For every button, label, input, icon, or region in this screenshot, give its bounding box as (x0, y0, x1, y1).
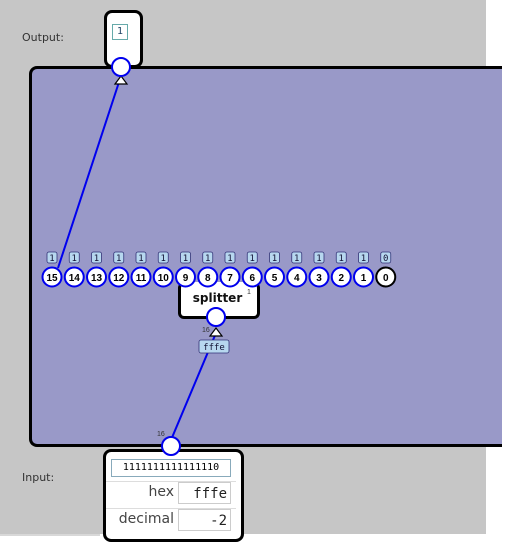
pin-index-label: 2 (338, 273, 344, 284)
hex-label: hex (148, 484, 174, 500)
splitter-pin-6[interactable] (241, 266, 263, 288)
pin-value: 1 (161, 254, 166, 264)
pin-index-label: 15 (46, 273, 58, 284)
pin-value-tag (380, 251, 392, 264)
pin-value-tag (335, 251, 347, 264)
splitter-pin-1[interactable] (353, 266, 374, 288)
splitter-pin-3[interactable] (308, 266, 330, 288)
splitter-input-width: 16 (202, 327, 210, 334)
pin-value-tag (246, 251, 258, 264)
pin-value: 1 (205, 254, 210, 264)
pin-value-tag (68, 251, 80, 264)
splitter-pin-5[interactable] (264, 266, 285, 288)
splitter-pin-8[interactable] (197, 266, 219, 288)
pin-value-tag (291, 251, 303, 264)
splitter-pin-15[interactable] (41, 266, 63, 288)
output-arrow-icon (113, 75, 129, 85)
pin-value-tag (180, 251, 191, 264)
pin-index-label: 0 (383, 273, 389, 284)
workspace-scroll-edge (0, 534, 100, 536)
input-row-divider (106, 481, 236, 482)
pin-index-label: 4 (294, 273, 300, 284)
output-value: 1 (112, 24, 128, 40)
bus-value: fffe (203, 343, 225, 353)
splitter-input-port[interactable] (206, 307, 226, 327)
pin-value-tag (313, 251, 325, 264)
pin-value-tag (202, 251, 214, 264)
pin-value-tag (46, 251, 58, 264)
pin-index-label: 5 (272, 273, 278, 284)
pin-value: 1 (294, 254, 299, 264)
input-width: 16 (157, 431, 165, 438)
pin-value: 1 (361, 254, 366, 264)
pin-index-label: 9 (183, 273, 189, 284)
input-row-divider (106, 508, 236, 509)
pin-value-tag (358, 251, 369, 264)
output-wire (57, 75, 122, 269)
decimal-field[interactable]: -2 (178, 509, 231, 531)
pin-index-label: 1 (361, 273, 367, 284)
output-port[interactable] (111, 57, 131, 77)
pin-value-tag (269, 251, 280, 264)
pin-value-tag (224, 251, 236, 264)
pin-index-label: 7 (227, 273, 233, 284)
pin-index-label: 14 (69, 273, 81, 284)
pin-value: 1 (227, 254, 232, 264)
pin-index-label: 3 (316, 273, 322, 284)
pin-value-tag (135, 251, 147, 264)
circuit-area[interactable] (29, 66, 502, 447)
pin-value: 1 (183, 254, 188, 264)
splitter-pin-9[interactable] (175, 266, 196, 288)
hex-field[interactable]: fffe (178, 482, 231, 504)
pin-index-label: 8 (205, 273, 211, 284)
splitter-pin-10[interactable] (152, 266, 174, 288)
bus-value-tag (198, 339, 230, 354)
pin-index-label: 13 (91, 273, 103, 284)
pin-value: 1 (72, 254, 77, 264)
pin-value-tag (91, 251, 102, 264)
splitter-pin-0[interactable] (375, 266, 397, 288)
pin-value: 1 (272, 254, 277, 264)
pin-index-label: 10 (158, 273, 170, 284)
splitter-pin-13[interactable] (86, 266, 107, 288)
pin-value: 1 (116, 254, 121, 264)
splitter-pin-11[interactable] (130, 266, 152, 288)
decimal-label: decimal (118, 511, 174, 527)
splitter-pin-4[interactable] (286, 266, 308, 288)
splitter-pin-14[interactable] (63, 266, 85, 288)
splitter-mark: 1 (247, 289, 251, 296)
pin-value: 1 (316, 254, 321, 264)
splitter-input-arrow-icon (208, 327, 224, 337)
splitter-title: splitter (192, 291, 243, 305)
pin-value: 0 (383, 254, 388, 264)
input-label: Input: (22, 471, 55, 484)
pin-index-label: 11 (136, 273, 147, 284)
pin-value: 1 (250, 254, 255, 264)
pin-value: 1 (138, 254, 143, 264)
pin-index-label: 12 (113, 273, 125, 284)
splitter-pin-12[interactable] (108, 266, 130, 288)
pin-index-label: 6 (249, 273, 255, 284)
pin-value-tag (113, 251, 125, 264)
input-bits-field[interactable]: 1111111111111110 (111, 459, 231, 477)
pin-value: 1 (94, 254, 99, 264)
input-port[interactable] (161, 436, 181, 456)
pin-value: 1 (339, 254, 344, 264)
output-label: Output: (22, 31, 64, 44)
pin-value-tag (157, 251, 169, 264)
splitter-pin-7[interactable] (219, 266, 241, 288)
pin-value: 1 (49, 254, 54, 264)
splitter-pin-2[interactable] (330, 266, 352, 288)
